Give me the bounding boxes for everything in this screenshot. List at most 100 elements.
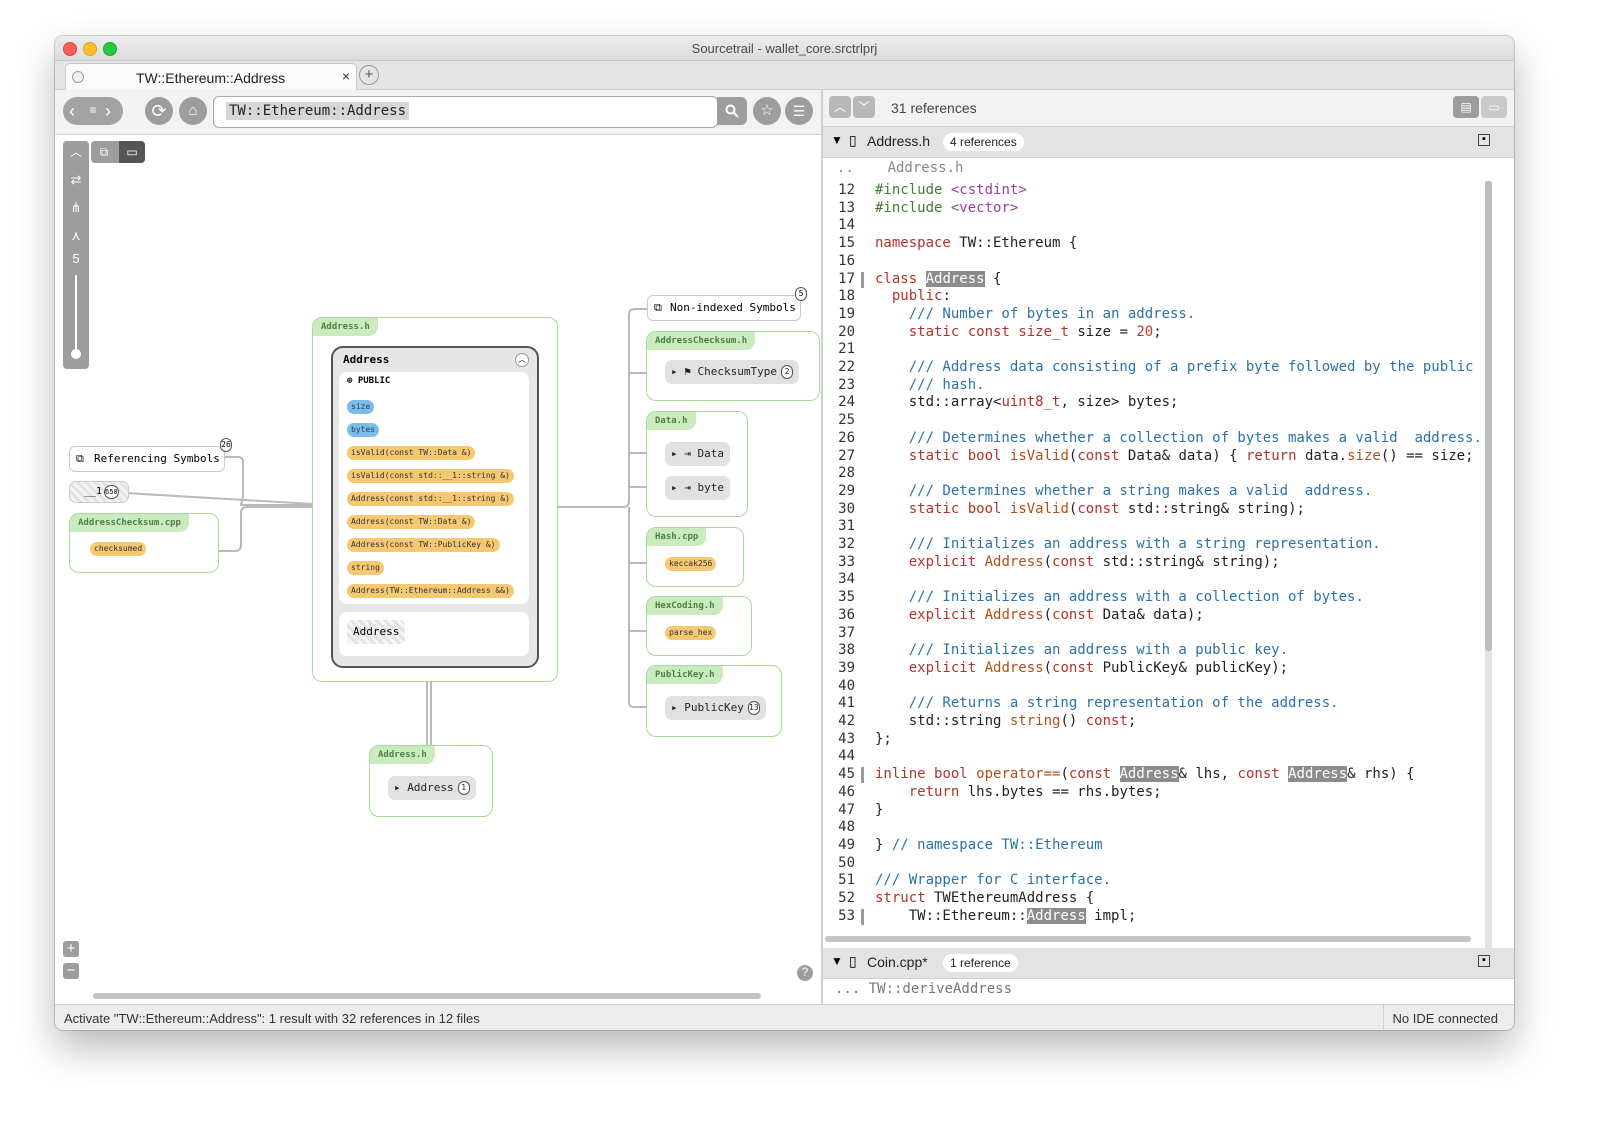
ide-connection-status[interactable]: No IDE connected: [1383, 1005, 1514, 1030]
member-isvalid-data[interactable]: isValid(const TW::Data &): [347, 446, 476, 460]
typedef-data[interactable]: ▸ ⇥ Data: [665, 442, 730, 466]
next-reference-icon[interactable]: ﹀: [853, 96, 875, 118]
code-line: 35 /// Initializes an address with a col…: [827, 589, 1364, 607]
search-icon[interactable]: [717, 97, 747, 125]
code-line: 18 public:: [827, 288, 951, 306]
file-header-address-h[interactable]: ▼ ▯ Address.h 4 references ▪: [823, 127, 1514, 158]
nested-type-address[interactable]: Address: [347, 620, 406, 644]
line-text: #include <vector>: [875, 199, 1019, 216]
hierarchy-icon[interactable]: ⋏: [71, 228, 81, 243]
file-reference-count: 1 reference: [943, 954, 1018, 972]
namespace-node[interactable]: __1 650: [69, 481, 129, 503]
maximize-window-button[interactable]: [103, 42, 117, 56]
help-button[interactable]: ?: [797, 965, 813, 981]
code-horizontal-scrollbar[interactable]: [825, 936, 1471, 942]
collapse-node-icon[interactable]: ︿: [515, 353, 529, 367]
single-file-mode-icon[interactable]: ▭: [1481, 96, 1507, 118]
code-line: 37: [827, 625, 855, 643]
line-number: 45: [838, 766, 855, 783]
new-tab-button[interactable]: +: [359, 65, 379, 85]
function-keccak256[interactable]: keccak256: [665, 557, 717, 571]
tab-status-icon: [72, 71, 84, 83]
line-text: /// hash.: [875, 376, 985, 393]
member-ctor-data[interactable]: Address(const TW::Data &): [347, 515, 476, 529]
tree-layout-icon[interactable]: ⋔: [70, 200, 82, 215]
code-snippet-address-h[interactable]: .. Address.h 12#include <cstdint>13#incl…: [823, 158, 1483, 933]
status-message: Activate "TW::Ethereum::Address": 1 resu…: [64, 1011, 480, 1026]
home-icon[interactable]: ⌂: [179, 97, 207, 125]
graph-view[interactable]: ︿ ⇄ ⋔ ⋏ 5 ⧉ ▭: [55, 135, 821, 1003]
file-label: AddressChecksum.h: [647, 332, 756, 350]
referencing-symbols-node[interactable]: ⧉ Referencing Symbols 26: [69, 438, 232, 472]
enum-icon: ⚑: [684, 365, 691, 378]
member-size[interactable]: size: [347, 400, 375, 414]
typedef-byte[interactable]: ▸ ⇥ byte: [665, 476, 730, 500]
member-ctor-publickey[interactable]: Address(const TW::PublicKey &): [347, 538, 500, 552]
tab-address[interactable]: TW::Ethereum::Address ×: [65, 63, 357, 90]
member-ctor-string[interactable]: Address(const std::__1::string &): [347, 492, 514, 506]
function-checksumed[interactable]: checksumed: [90, 542, 147, 556]
code-vertical-scrollbar[interactable]: [1485, 181, 1492, 651]
member-string[interactable]: string: [347, 561, 384, 575]
class-node-address[interactable]: Address ︿ ⊕ PUBLIC size bytes isValid(co…: [331, 346, 539, 668]
layout-horizontal-icon[interactable]: ⇄: [70, 172, 82, 187]
member-bytes[interactable]: bytes: [347, 423, 380, 437]
code-line: 30 static bool isValid(const std::string…: [827, 501, 1305, 519]
code-line: 44: [827, 748, 855, 766]
class-label: PublicKey: [684, 701, 744, 714]
refresh-icon[interactable]: ⟳: [145, 97, 173, 125]
close-window-button[interactable]: [63, 42, 77, 56]
struct-count: 1: [457, 781, 470, 795]
search-field[interactable]: TW::Ethereum::Address: [213, 96, 718, 128]
file-header-coin-cpp[interactable]: ▼ ▯ Coin.cpp* 1 reference ▪: [823, 948, 1514, 979]
file-label: Data.h: [647, 412, 696, 430]
slider-handle[interactable]: [71, 349, 81, 359]
collapse-icon[interactable]: ︿: [69, 145, 82, 159]
line-number: 43: [838, 730, 855, 747]
snippet-path-text: Address.h: [887, 160, 964, 176]
code-toolbar: ︿ ﹀ 31 references ▤ ▭: [823, 90, 1514, 127]
maximize-file-icon[interactable]: ▪: [1478, 134, 1490, 146]
zoom-out-button[interactable]: −: [63, 963, 79, 979]
line-number: 41: [838, 695, 855, 712]
line-number: 24: [838, 394, 855, 411]
back-icon[interactable]: ‹: [69, 101, 75, 121]
member-isvalid-string[interactable]: isValid(const std::__1::string &): [347, 469, 514, 483]
expand-icon[interactable]: ▼: [831, 133, 843, 147]
member-ctor-move[interactable]: Address(TW::Ethereum::Address &&): [347, 584, 514, 598]
snippet-mode-icon[interactable]: ▤: [1453, 96, 1479, 118]
code-line: 38 /// Initializes an address with a pub…: [827, 642, 1288, 660]
coin-snippet[interactable]: ... TW::deriveAddress: [835, 981, 1013, 997]
function-parse-hex[interactable]: parse_hex: [665, 626, 717, 640]
line-text: /// Determines whether a string makes a …: [875, 482, 1373, 499]
depth-slider[interactable]: 5: [63, 247, 89, 369]
typedef-label: Data: [697, 447, 725, 460]
expand-icon[interactable]: ▼: [831, 954, 843, 968]
bookmarks-list-icon[interactable]: ☰: [785, 97, 813, 125]
previous-reference-icon[interactable]: ︿: [829, 96, 851, 118]
code-line: 49} // namespace TW::Ethereum: [827, 837, 1102, 855]
maximize-file-icon[interactable]: ▪: [1478, 955, 1490, 967]
zoom-in-button[interactable]: +: [63, 941, 79, 957]
code-line: 32 /// Initializes an address with a str…: [827, 536, 1381, 554]
tab-close-icon[interactable]: ×: [341, 68, 350, 84]
nonindexed-symbols-node[interactable]: ⧉ Non-indexed Symbols 5: [647, 287, 807, 321]
pane-divider[interactable]: [821, 90, 823, 1004]
line-number: 26: [838, 429, 855, 446]
reference-marker: [861, 271, 864, 288]
minimize-window-button[interactable]: [83, 42, 97, 56]
bookmark-star-icon[interactable]: ☆: [753, 97, 781, 125]
history-list-icon[interactable]: ≡: [89, 103, 97, 117]
graph-mode-icon[interactable]: ⧉: [99, 145, 109, 159]
file-mode-icon[interactable]: ▭: [119, 141, 145, 163]
file-icon: ▯: [849, 953, 857, 969]
line-number: 29: [838, 482, 855, 499]
horizontal-scrollbar[interactable]: [93, 993, 761, 999]
forward-icon[interactable]: ›: [105, 101, 111, 121]
line-text: return lhs.bytes == rhs.bytes;: [908, 783, 1162, 800]
tab-label: TW::Ethereum::Address: [136, 70, 286, 86]
